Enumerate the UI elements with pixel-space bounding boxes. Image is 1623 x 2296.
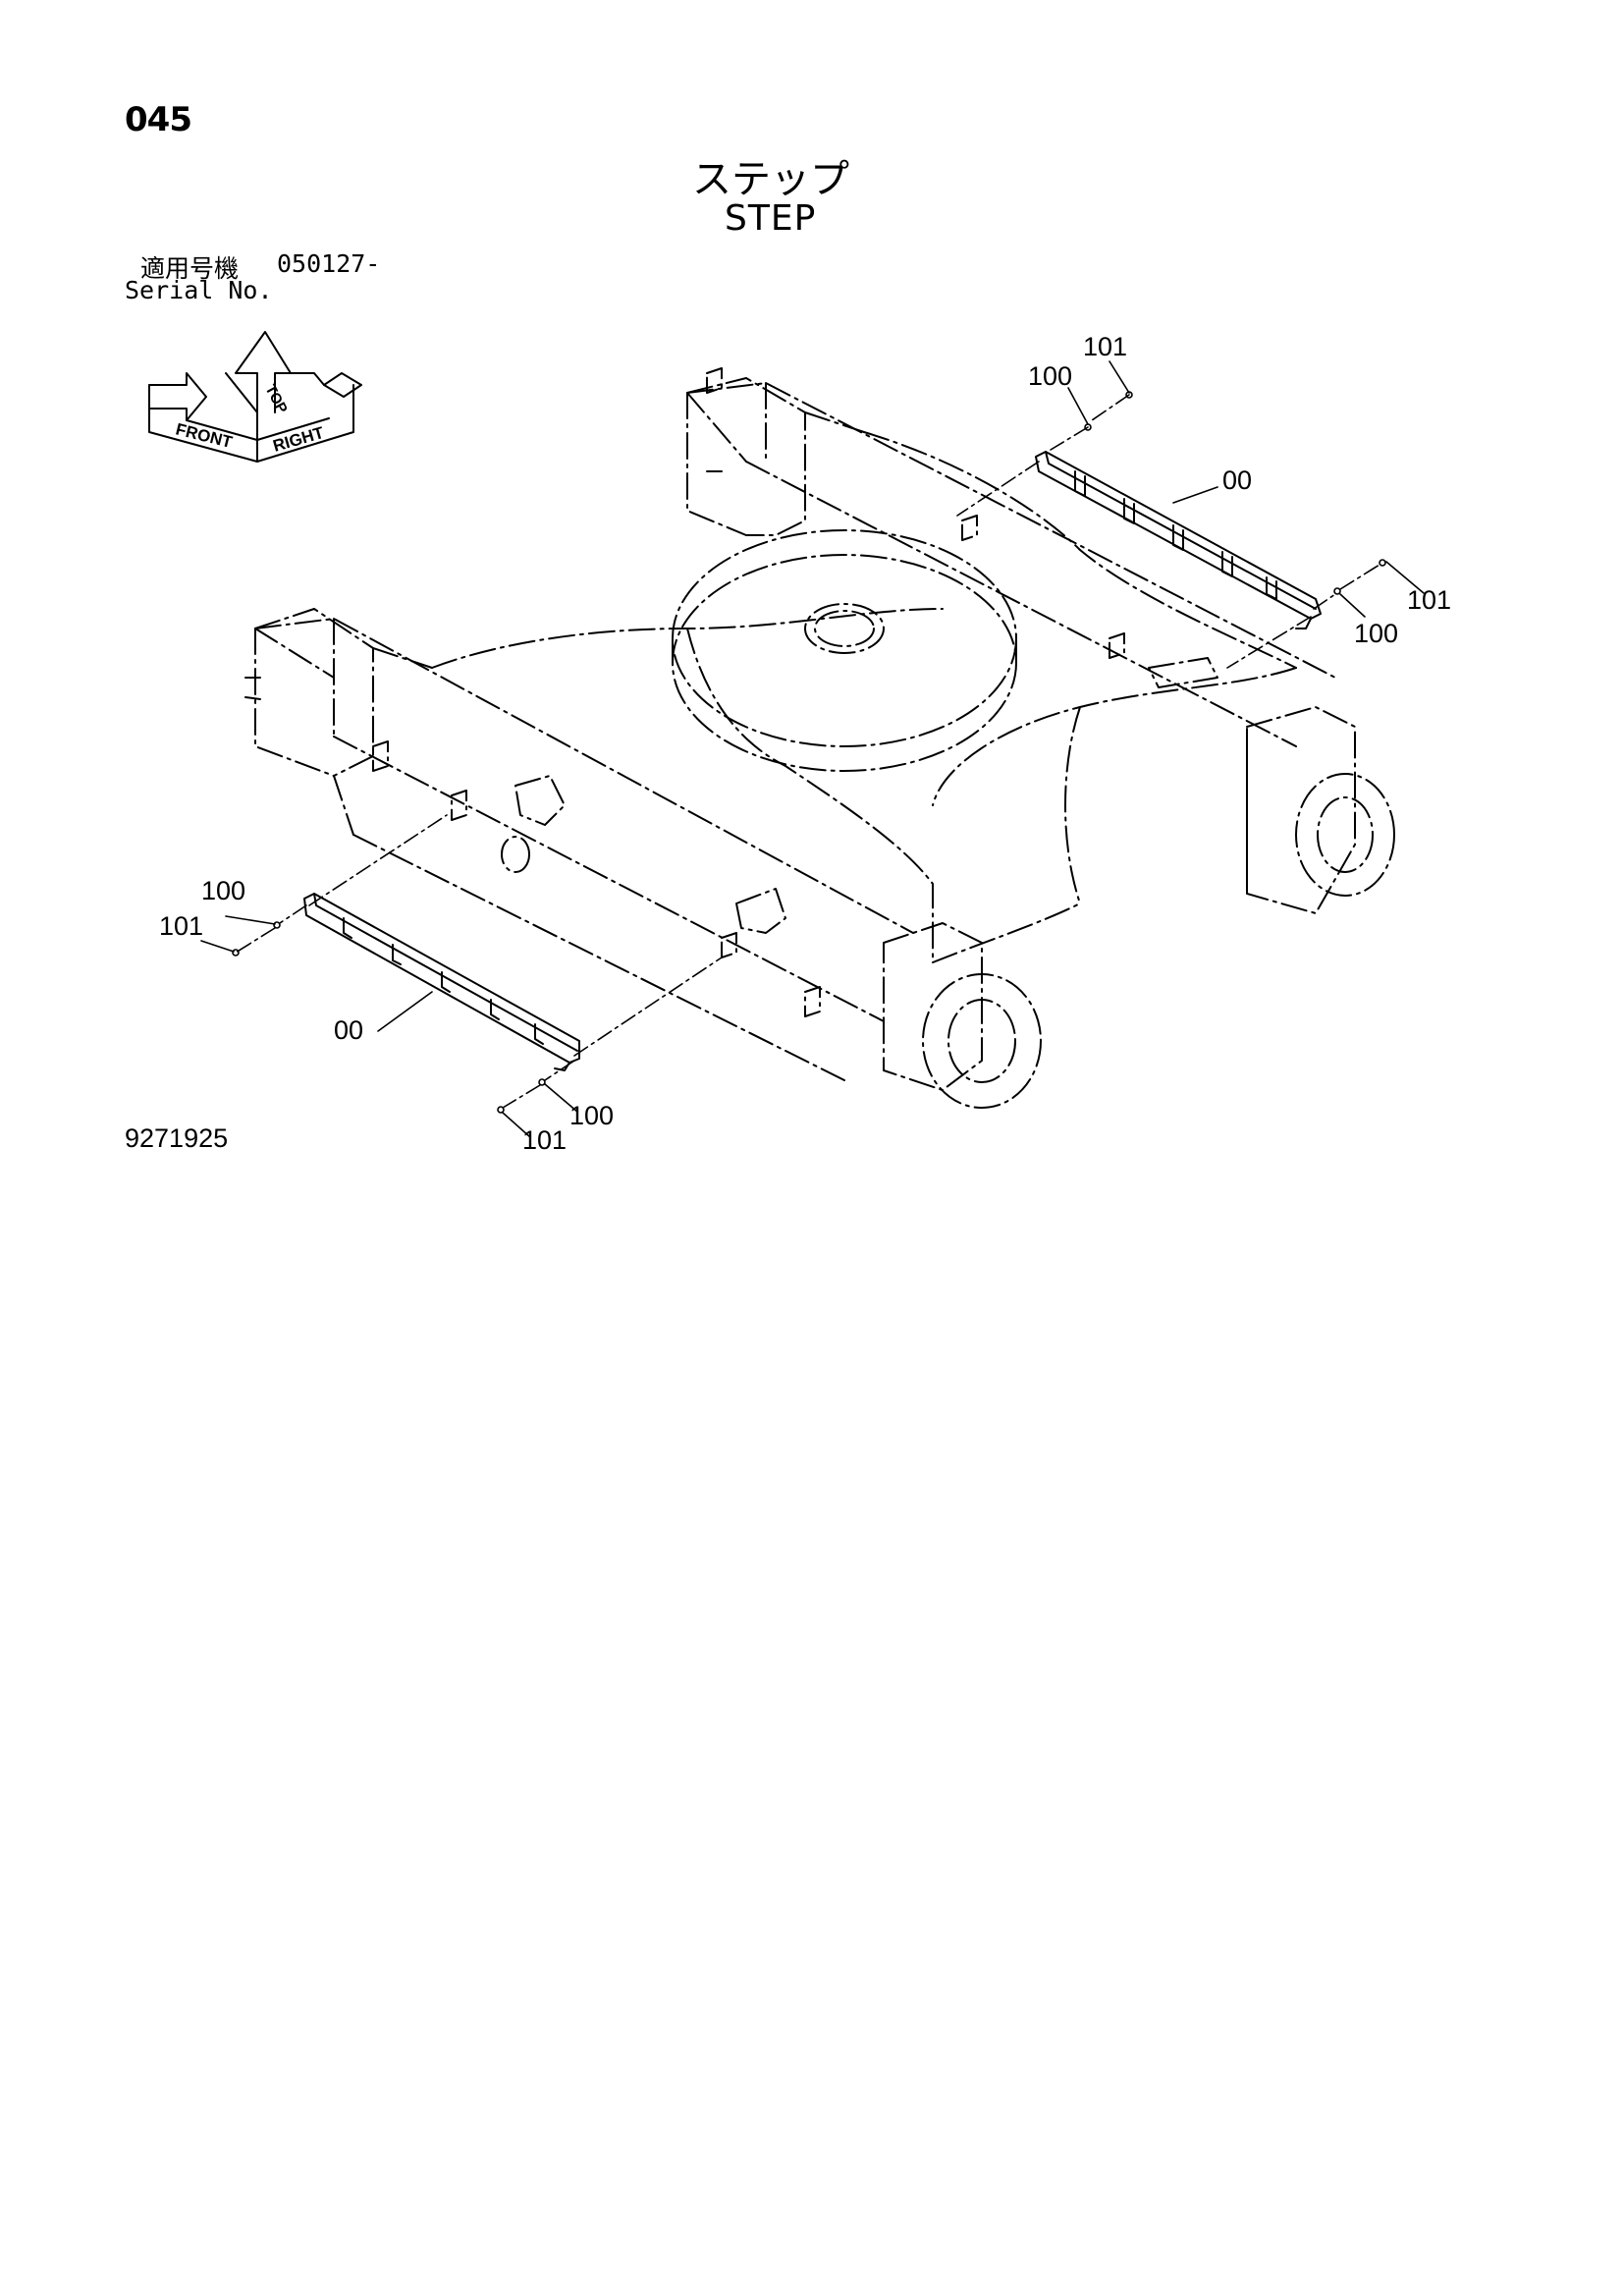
callout-101-right: 101 — [1407, 585, 1451, 615]
callout-101-upper: 101 — [1083, 332, 1127, 361]
assembly-lines — [235, 394, 1380, 1109]
orientation-indicator: FRONT TOP RIGHT — [148, 331, 362, 463]
callout-100-lower: 100 — [569, 1101, 614, 1130]
drawing-number: 9271925 — [125, 1123, 229, 1153]
compass-box-icon — [148, 331, 362, 463]
leader-lines — [200, 360, 1425, 1138]
serial-label-japanese: 適用号機 — [140, 254, 240, 283]
callouts: 101 100 00 101 100 100 101 00 100 101 — [159, 332, 1451, 1155]
page-number: 045 — [125, 100, 192, 139]
callout-101-left: 101 — [159, 911, 203, 941]
track-frame-outline — [244, 367, 1395, 1109]
top-label: TOP — [261, 382, 290, 416]
step-upper — [1035, 451, 1322, 629]
callout-00-lower: 00 — [334, 1015, 363, 1045]
step-lower — [303, 893, 580, 1071]
callout-100-upper: 100 — [1028, 361, 1072, 391]
callout-100-left: 100 — [201, 876, 245, 905]
callout-101-lower: 101 — [522, 1125, 567, 1155]
fasteners — [232, 391, 1386, 1114]
callout-00-upper: 00 — [1222, 465, 1252, 495]
page-title-english: STEP — [725, 198, 817, 239]
serial-value: 050127- — [277, 249, 381, 278]
page-title-japanese: ステップ — [692, 157, 849, 202]
serial-label-english: Serial No. — [125, 276, 273, 304]
callout-100-right: 100 — [1354, 619, 1398, 648]
